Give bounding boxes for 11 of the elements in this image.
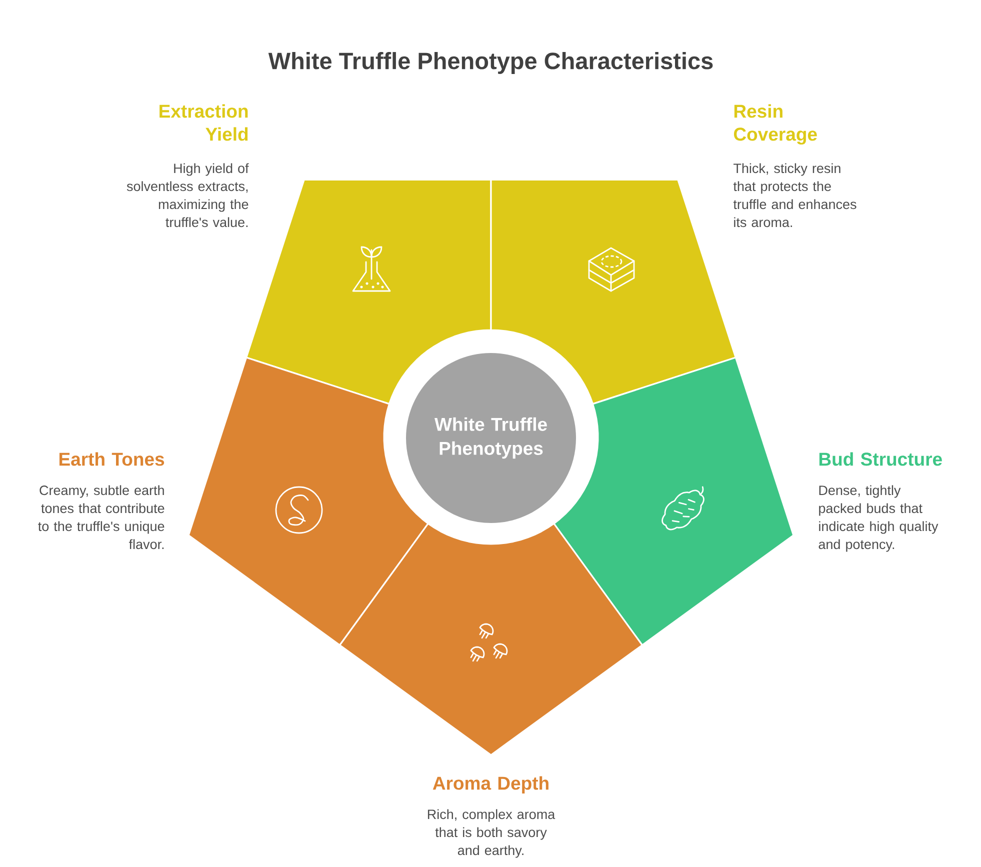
segment-heading: Aroma Depth (432, 776, 548, 794)
segment-description: High yield of solventless extracts, maximizing the truffle's value. (126, 163, 249, 228)
segment-heading: Resin Coverage (734, 104, 817, 145)
segment-heading: Earth Tones (59, 452, 164, 466)
segment-heading: Extraction Yield (160, 104, 248, 141)
segment-description: Creamy, subtle earth tones that contribute to the truffle's unique flavor. (38, 485, 164, 550)
segment-heading: Bud Structure (819, 452, 942, 466)
title: White Truffle Phenotype Characteristics (268, 52, 713, 74)
segment-description: Thick, sticky resin that protects the truffle and enhances its aroma. (733, 163, 856, 228)
segment-description: Dense, tightly packed buds that indicate high quality and potency. (818, 485, 938, 552)
segment-description: Rich, complex aroma that is both savory and earthy. (428, 809, 556, 858)
